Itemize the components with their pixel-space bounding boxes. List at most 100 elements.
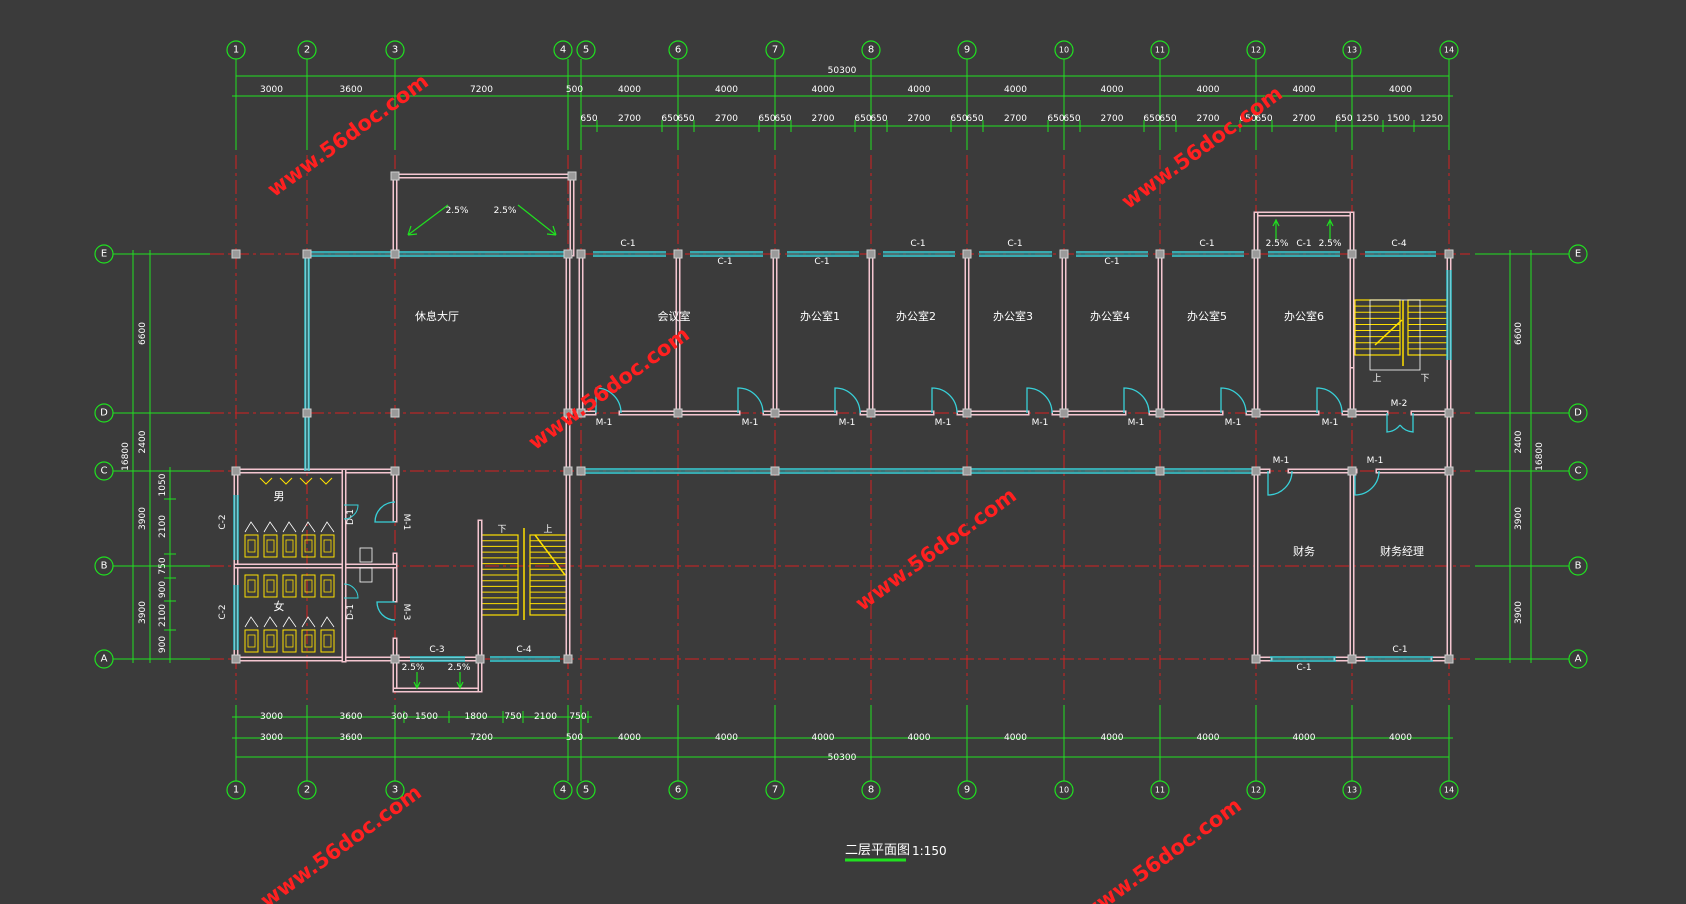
window-tag-c2-a: C-2 xyxy=(218,514,228,529)
stair-tag-down-ne: 下 xyxy=(1420,374,1429,384)
window-tag-c1-0: C-1 xyxy=(620,239,635,249)
column-22 xyxy=(1059,408,1069,418)
stair-sw-break xyxy=(534,534,566,576)
axis-bubble-top-2-label: 2 xyxy=(304,45,310,56)
axis-bubble-bottom-12-label: 12 xyxy=(1251,786,1261,795)
stair-tag-up-sw: 上 xyxy=(543,524,552,535)
dim-top-row2-text-20: 650 xyxy=(1239,114,1256,124)
window-tag-c1-6: C-1 xyxy=(1199,239,1214,249)
dim-bottom-row2-text-6: 4000 xyxy=(812,733,835,743)
axis-bubble-left-E-circle xyxy=(94,244,114,264)
axis-bubble-top-6-circle xyxy=(668,40,688,60)
axis-bubble-bottom-7-circle xyxy=(765,780,785,800)
dim-right-total-text-0: 16800 xyxy=(1535,442,1545,471)
stall-men-1-pan xyxy=(266,539,275,553)
room-label-0: 休息大厅 xyxy=(415,309,459,323)
stall-men-2-box xyxy=(282,534,297,558)
stall-women-b-2-pan xyxy=(285,634,294,648)
door-m2 xyxy=(1386,413,1414,433)
dim-top-row2-text-8: 650 xyxy=(854,114,871,124)
dim-bottom-row2-text-4: 4000 xyxy=(618,733,641,743)
dim-left-text-0: 6600 xyxy=(138,322,148,345)
column-31 xyxy=(770,466,780,476)
dim-bottom-row1-text-0: 3000 xyxy=(260,712,283,722)
dim-top-row2-text-15: 650 xyxy=(1063,114,1080,124)
axis-bubble-top-3-circle xyxy=(385,40,405,60)
dim-bottom-row1-text-7: 750 xyxy=(569,712,586,722)
door-office-5 xyxy=(1123,387,1150,414)
axis-bubble-bottom-9-circle xyxy=(957,780,977,800)
axis-bubble-right-E-circle xyxy=(1568,244,1588,264)
room-label-11: 女 xyxy=(274,599,285,613)
dim-left-small-text-0: 1050 xyxy=(158,473,168,496)
slope-label-1: 2.5% xyxy=(494,206,517,216)
stall-women-b-4-box xyxy=(320,629,335,653)
stall-women-b-0-box xyxy=(244,629,259,653)
dim-top-row2-text-1: 2700 xyxy=(618,114,641,124)
axis-bubble-left-C-label: C xyxy=(101,466,108,477)
column-5 xyxy=(673,249,683,259)
dim-top-row2-text-9: 650 xyxy=(870,114,887,124)
axis-bubble-top-7-circle xyxy=(765,40,785,60)
urinal-1 xyxy=(279,477,293,485)
slope-arrow-s xyxy=(413,672,464,690)
urinal-swing-a-2 xyxy=(282,521,297,533)
axis-bubble-bottom-13-circle xyxy=(1342,780,1362,800)
axis-bubble-left-A-circle xyxy=(94,649,114,669)
axis-bubble-top-12-label: 12 xyxy=(1251,46,1261,55)
axis-bubble-right-A-circle xyxy=(1568,649,1588,669)
slope-arrow-1 xyxy=(407,204,449,236)
dim-top-row2-text-2: 650 xyxy=(661,114,678,124)
urinal-swing-b-2 xyxy=(282,616,297,628)
column-28 xyxy=(390,466,400,476)
column-6 xyxy=(770,249,780,259)
door-tag-m1-6: M-1 xyxy=(1225,418,1242,428)
dim-bottom-row2-text-10: 4000 xyxy=(1197,733,1220,743)
stall-men-2-pan xyxy=(285,539,294,553)
axis-bubble-top-11-circle xyxy=(1150,40,1170,60)
stall-men-1-box xyxy=(263,534,278,558)
dim-top-row2-text-18: 650 xyxy=(1159,114,1176,124)
urinal-swing-a-3 xyxy=(301,521,316,533)
room-label-9: 财务经理 xyxy=(1380,544,1424,558)
axis-bubble-bottom-4-label: 4 xyxy=(560,785,566,796)
column-32 xyxy=(962,466,972,476)
window-tag-c1-2: C-1 xyxy=(814,257,829,267)
dim-bottom-row1-text-2: 300 xyxy=(391,712,408,722)
column-15 xyxy=(390,408,400,418)
column-34 xyxy=(1251,466,1261,476)
column-35 xyxy=(1347,466,1357,476)
door-tag-m1-3: M-1 xyxy=(935,418,952,428)
stall-men-3-box xyxy=(301,534,316,558)
axis-bubble-bottom-11-circle xyxy=(1150,780,1170,800)
axis-bubble-top-14-circle xyxy=(1439,40,1459,60)
stall-men-3-pan xyxy=(304,539,313,553)
dim-top-row2-text-0: 650 xyxy=(580,114,597,124)
dim-bottom-row1-text-6: 2100 xyxy=(534,712,557,722)
axis-bubble-bottom-3-circle xyxy=(385,780,405,800)
stair-ne-landing xyxy=(1369,299,1421,371)
door-tag-m1-1: M-1 xyxy=(742,418,759,428)
dim-left-total-text-0: 16800 xyxy=(121,442,131,471)
stairs xyxy=(479,299,1449,620)
stall-women-a-1-box xyxy=(263,574,278,598)
door-finance xyxy=(1267,470,1293,496)
column-1 xyxy=(302,249,312,259)
door-tag-m2: M-2 xyxy=(1391,399,1408,409)
dim-top-row1-text-3: 500 xyxy=(566,85,583,95)
axis-bubble-right-B-label: B xyxy=(1575,561,1582,572)
axis-bubble-left-C-circle xyxy=(94,461,114,481)
axis-bubble-bottom-12-circle xyxy=(1246,780,1266,800)
axis-bubble-top-13-label: 13 xyxy=(1347,46,1357,55)
window-tag-c1-5: C-1 xyxy=(1104,257,1119,267)
stall-women-a-2-pan xyxy=(285,579,294,593)
axis-bubble-bottom-10-circle xyxy=(1054,780,1074,800)
dim-top-row2-text-6: 650 xyxy=(774,114,791,124)
window-tag-c4-ne: C-4 xyxy=(1391,239,1407,249)
door-tag-m1-2: M-1 xyxy=(839,418,856,428)
stall-women-b-1-pan xyxy=(266,634,275,648)
dim-top-row1-text-10: 4000 xyxy=(1197,85,1220,95)
dim-top-row1-text-12: 4000 xyxy=(1389,85,1412,95)
urinal-swing-a-1 xyxy=(263,521,278,533)
